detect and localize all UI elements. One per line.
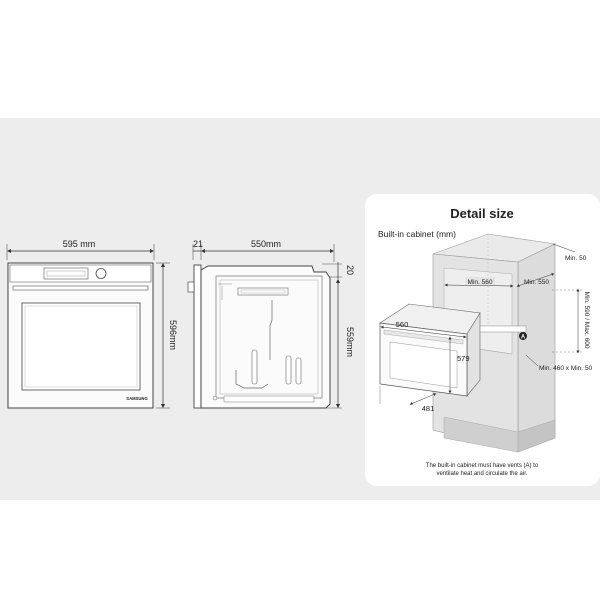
oven-height-label: 579 — [457, 354, 470, 363]
vent-note-line-1: The built-in cabinet must have vents (A)… — [426, 463, 539, 469]
oven-side-view: 21 550mm 20 559mm — [187, 238, 355, 409]
side-height-label: 559mm — [345, 327, 355, 357]
top-gap-label: 20 — [345, 265, 355, 275]
oven-width-dimension-line — [380, 325, 467, 339]
vent-size-label: Min. 460 x Min. 50 — [539, 365, 592, 372]
oven-front-view: 595 mm 596mm SAMSUNG — [6, 238, 178, 409]
oven-body-side — [200, 265, 331, 409]
min-560-dimension-line — [444, 283, 514, 288]
control-knob-icon — [95, 268, 107, 279]
vent-marker — [519, 332, 527, 340]
door-window — [21, 302, 141, 391]
front-height-label: 596mm — [168, 320, 178, 350]
handle-side — [187, 281, 195, 293]
min-560-label: Min. 560 — [468, 279, 493, 286]
vent-note-line-2: ventilate heat and circulate the air. — [436, 471, 527, 477]
oven-depth-dimension-line — [409, 393, 437, 405]
oven-depth-label: 481 — [422, 404, 435, 413]
oven-door-side — [193, 264, 202, 409]
brand-logo: SAMSUNG — [126, 396, 147, 401]
oven-box — [379, 303, 481, 397]
detail-size-section: Detail size Built-in cabinet (mm) Min. 5… — [378, 206, 592, 477]
door-depth-label: 21 — [193, 239, 203, 249]
front-width-label: 595 mm — [63, 239, 96, 249]
door-handle — [12, 285, 149, 291]
display-panel — [43, 267, 89, 280]
side-depth-label: 550mm — [251, 239, 281, 249]
vent-opening — [475, 325, 527, 333]
oven-width-label: 560 — [396, 320, 409, 329]
vent-marker-label: A — [521, 335, 526, 341]
detail-subtitle: Built-in cabinet (mm) — [378, 229, 456, 239]
min-550-dimension-line — [516, 273, 555, 287]
min-590-max-600-label: Min. 590 / Max. 600 — [583, 291, 590, 348]
min-550-label: Min. 550 — [524, 279, 549, 286]
detail-title: Detail size — [450, 206, 514, 221]
min-50-top-label: Min. 50 — [565, 255, 587, 262]
